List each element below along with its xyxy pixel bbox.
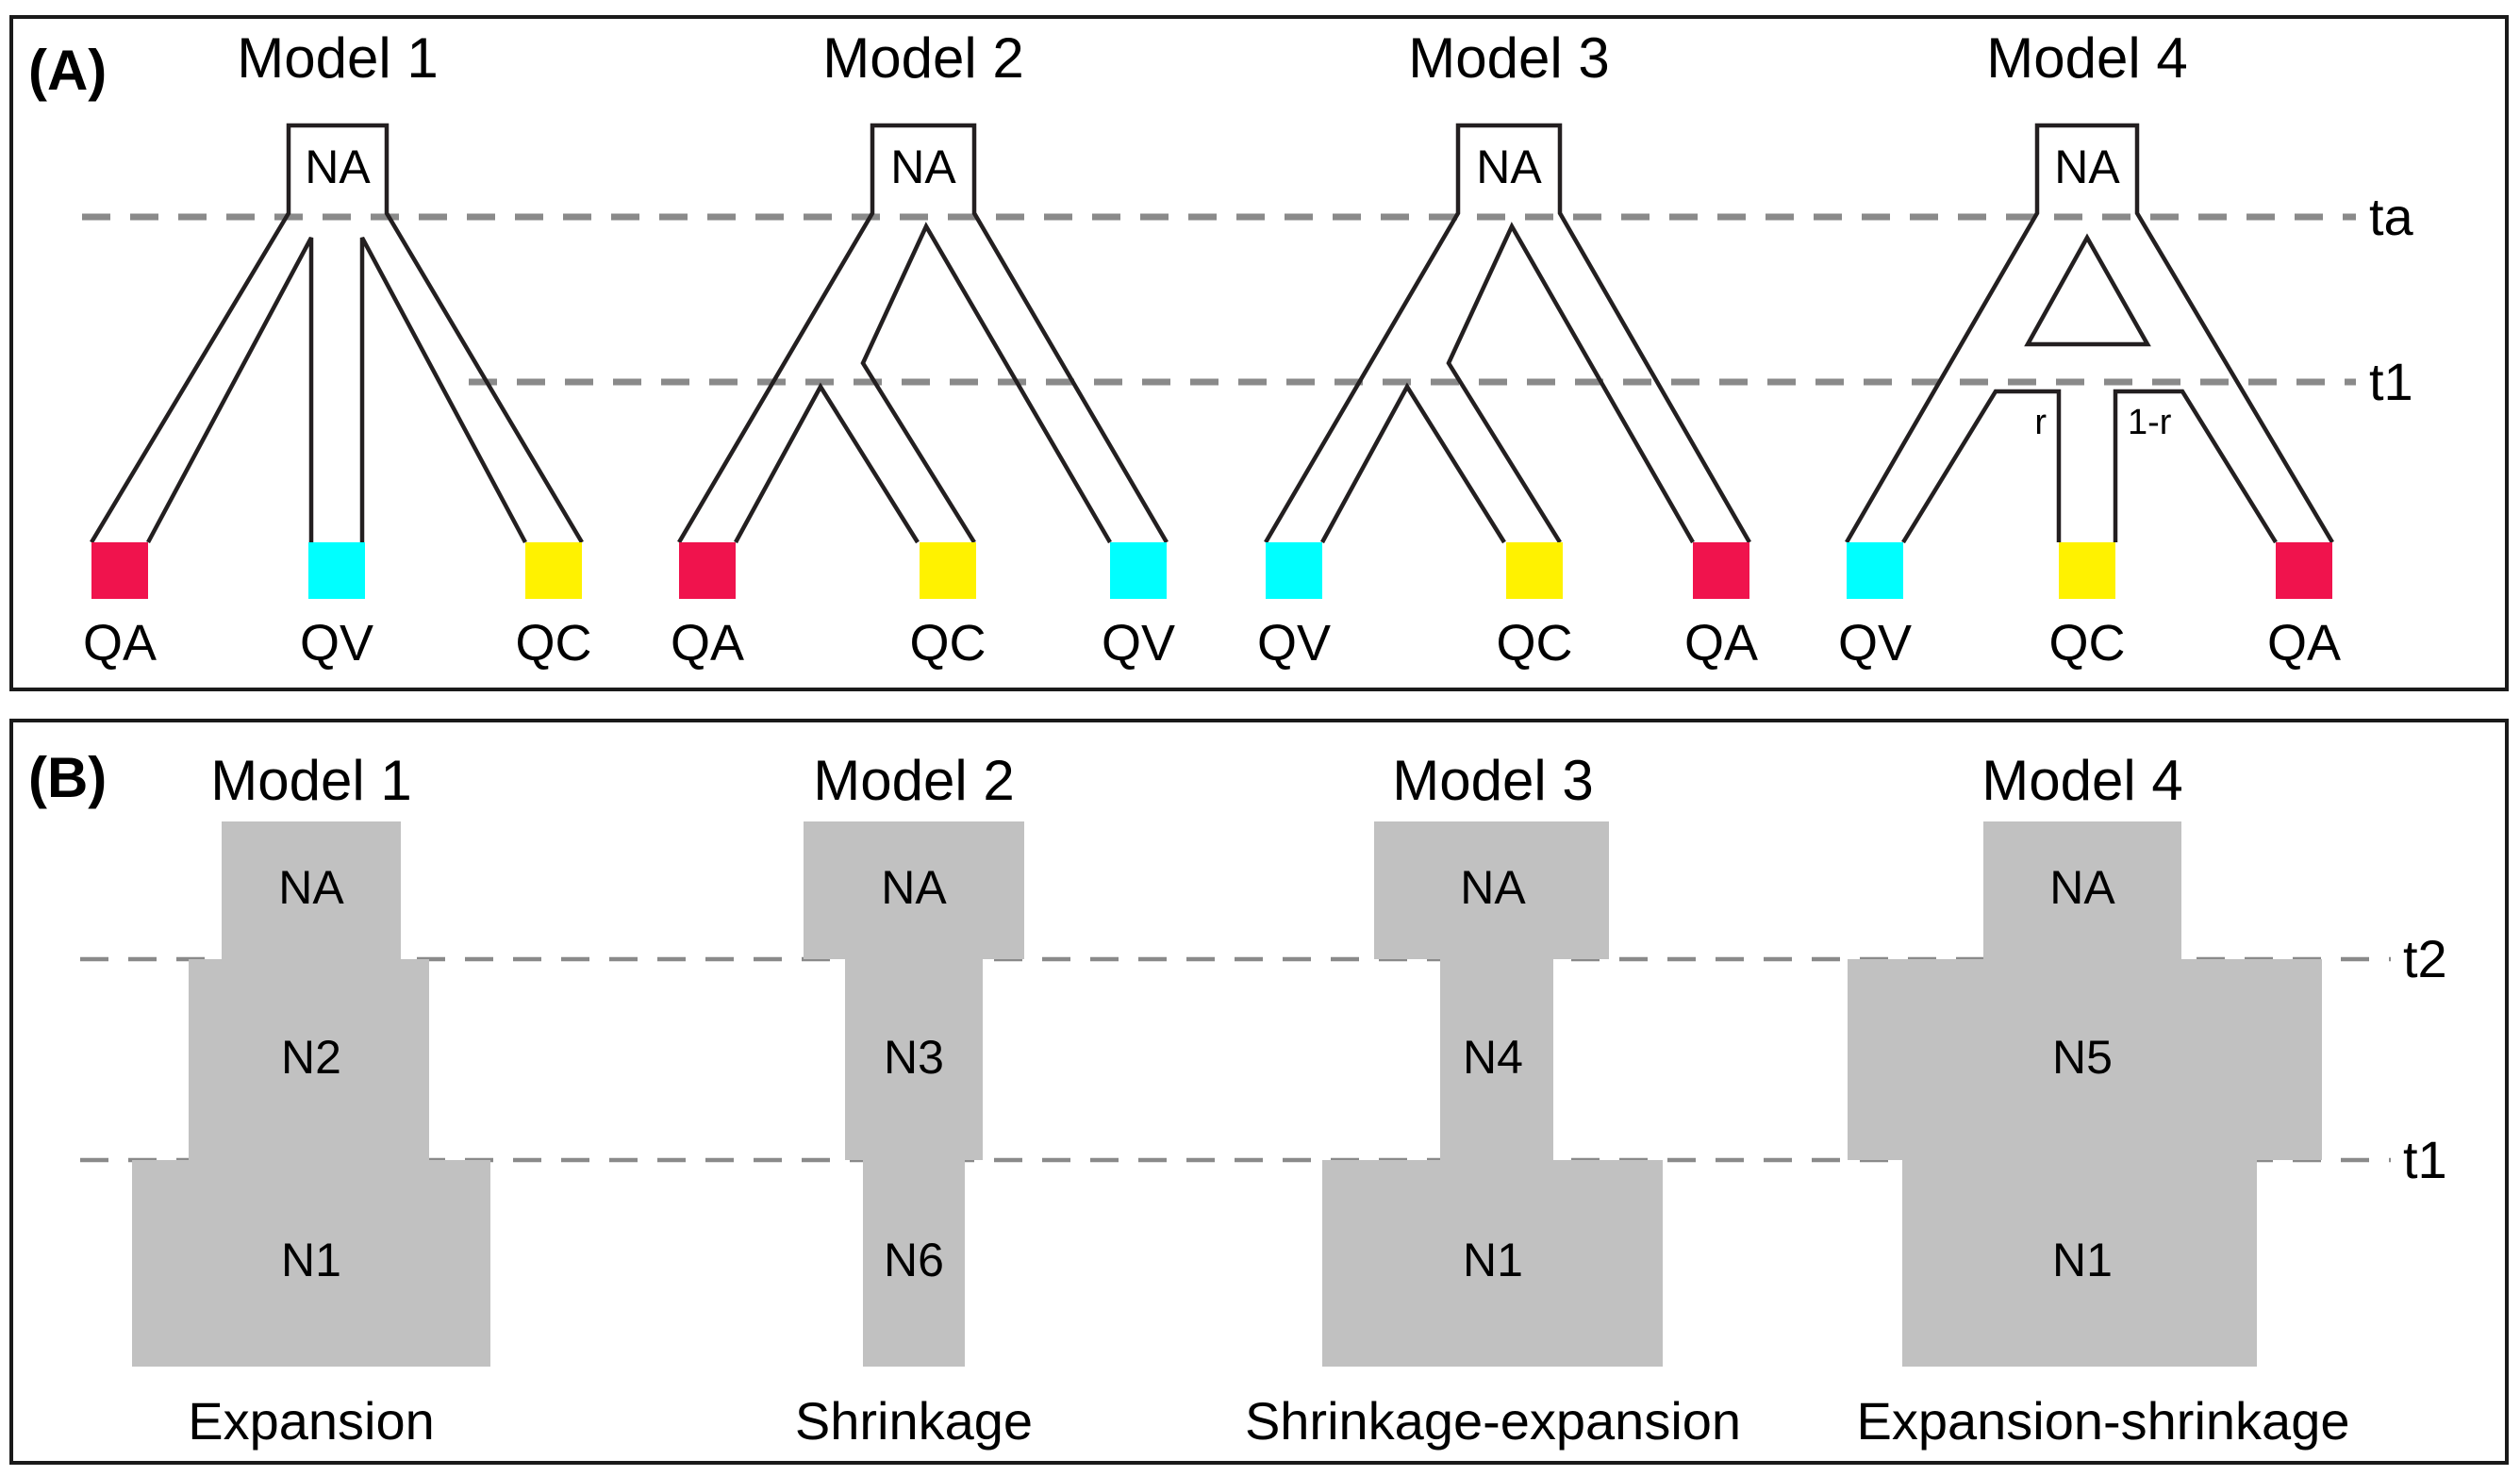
model-1-tip-square-qc (525, 542, 582, 599)
panel-a-label: (A) (28, 39, 107, 102)
model-4-outer-outline (1845, 123, 2334, 544)
model-2-outer-outline (677, 123, 1169, 544)
model-4-tip-square-qv (1847, 542, 1903, 599)
model-2-n6-population-box (863, 1160, 965, 1367)
ta-time-label: ta (2369, 187, 2414, 246)
model-1-tip-square-qv (308, 542, 365, 599)
demography-model-3: NA N4 N1 Shrinkage-expansion (1245, 821, 1741, 1451)
model-3-inner-outline (1446, 222, 1695, 544)
model-1-tip-label-qv: QV (300, 615, 373, 672)
model-2-n3-population-box (845, 959, 983, 1160)
model-2-tip-label-qc: QC (910, 615, 986, 672)
model-2-tip-square-qv (1110, 542, 1167, 599)
model-3-na-population-box (1374, 821, 1609, 959)
model-2-na-population-box (804, 821, 1024, 959)
model-4-tip-square-qa (2276, 542, 2332, 599)
model-2-tip-label-qv: QV (1102, 615, 1175, 672)
model-1-outer-outline (90, 123, 584, 544)
model-2-na-box-fill (872, 125, 974, 213)
t1-time-label-panel-a: t1 (2369, 352, 2413, 411)
model-2-na-stage-label: NA (881, 861, 947, 914)
panel-b-model-3-title: Model 3 (1392, 749, 1593, 812)
model-1-na-label: NA (305, 141, 371, 193)
model-4-tip-label-qv: QV (1838, 615, 1912, 672)
model-1-n2-population-box (189, 959, 429, 1160)
model-1-tip-label-qc: QC (516, 615, 592, 672)
model-4-tree: NA r 1-r QV QC QA (1838, 123, 2341, 672)
model-4-inner-triangle (2024, 233, 2151, 347)
model-1-na-population-box (222, 821, 401, 959)
model-3-tip-label-qv: QV (1257, 615, 1331, 672)
model-3-na-box-fill (1458, 125, 1560, 213)
model-3-caption: Shrinkage-expansion (1245, 1391, 1741, 1451)
model-3-n1-population-box (1322, 1160, 1663, 1367)
model-4-na-box-fill (2037, 125, 2137, 213)
model-4-left-admixture-edge (1901, 389, 2062, 544)
model-3-n4-stage-label: N4 (1463, 1031, 1523, 1084)
demography-model-1: NA N2 N1 Expansion (132, 821, 490, 1451)
model-3-na-stage-label: NA (1460, 861, 1526, 914)
model-2-n6-stage-label: N6 (884, 1234, 944, 1286)
panel-b-model-2-title: Model 2 (813, 749, 1014, 812)
model-4-n1-stage-label: N1 (2052, 1234, 2113, 1286)
model-4-na-label: NA (2054, 141, 2120, 193)
model-3-tip-label-qa: QA (1684, 615, 1758, 672)
model-4-admixture-r-label: r (2034, 403, 2047, 442)
panel-a-model-1-title: Model 1 (237, 26, 438, 90)
model-3-tip-square-qa (1693, 542, 1749, 599)
model-4-n5-stage-label: N5 (2052, 1031, 2113, 1084)
model-2-t1-split (734, 382, 920, 544)
model-1-na-box-fill (289, 125, 387, 213)
model-2-tip-square-qc (920, 542, 976, 599)
model-2-tip-label-qa: QA (671, 615, 744, 672)
model-3-n1-stage-label: N1 (1463, 1234, 1523, 1286)
model-1-caption: Expansion (188, 1391, 435, 1451)
model-2-tree: NA QA QC QV (671, 123, 1175, 672)
demography-model-2: NA N3 N6 Shrinkage (795, 821, 1033, 1451)
model-1-tip-square-qa (91, 542, 148, 599)
model-2-inner-outline (860, 222, 1112, 544)
panel-a-model-2-title: Model 2 (822, 26, 1023, 90)
model-3-tip-square-qc (1506, 542, 1563, 599)
model-3-tree: NA QV QC QA (1257, 123, 1758, 672)
model-1-tip-label-qa: QA (83, 615, 157, 672)
panel-a-model-4-title: Model 4 (1986, 26, 2187, 90)
model-4-tip-square-qc (2059, 542, 2115, 599)
model-4-right-admixture-edge (2113, 389, 2278, 544)
model-1-na-stage-label: NA (278, 861, 344, 914)
panel-a-model-3-title: Model 3 (1408, 26, 1609, 90)
t1-time-label-panel-b: t1 (2403, 1130, 2447, 1189)
model-3-n4-population-box (1440, 959, 1553, 1160)
model-4-caption: Expansion-shrinkage (1857, 1391, 2350, 1451)
model-2-tip-square-qa (679, 542, 736, 599)
model-2-na-label: NA (890, 141, 956, 193)
model-1-n1-population-box (132, 1160, 490, 1367)
panel-b-model-1-title: Model 1 (210, 749, 411, 812)
model-3-outer-outline (1264, 123, 1751, 544)
model-3-tip-square-qv (1266, 542, 1322, 599)
model-1-right-branch-split (359, 236, 527, 544)
model-4-na-stage-label: NA (2049, 861, 2115, 914)
model-2-caption: Shrinkage (795, 1391, 1033, 1451)
panel-b-model-4-title: Model 4 (1981, 749, 2182, 812)
model-1-n2-stage-label: N2 (281, 1031, 341, 1084)
model-3-na-label: NA (1476, 141, 1542, 193)
demography-model-4: NA N5 N1 Expansion-shrinkage (1848, 821, 2349, 1451)
model-1-n1-stage-label: N1 (281, 1234, 341, 1286)
model-4-tip-label-qc: QC (2049, 615, 2126, 672)
model-3-tip-label-qc: QC (1497, 615, 1573, 672)
model-4-na-population-box (1983, 821, 2181, 959)
model-4-n1-population-box (1902, 1160, 2257, 1367)
panel-b-label: (B) (28, 746, 107, 809)
model-3-t1-split (1320, 382, 1506, 544)
model-2-n3-stage-label: N3 (884, 1031, 944, 1084)
t2-time-label-panel-b: t2 (2403, 929, 2447, 988)
model-4-n5-population-box (1848, 959, 2322, 1160)
model-1-tree: NA QA QV QC (83, 123, 592, 672)
panel-a-frame (9, 15, 2509, 691)
model-1-left-branch-split (146, 236, 314, 544)
model-4-tip-label-qa: QA (2267, 615, 2341, 672)
model-4-admixture-1-r-label: 1-r (2128, 403, 2172, 442)
